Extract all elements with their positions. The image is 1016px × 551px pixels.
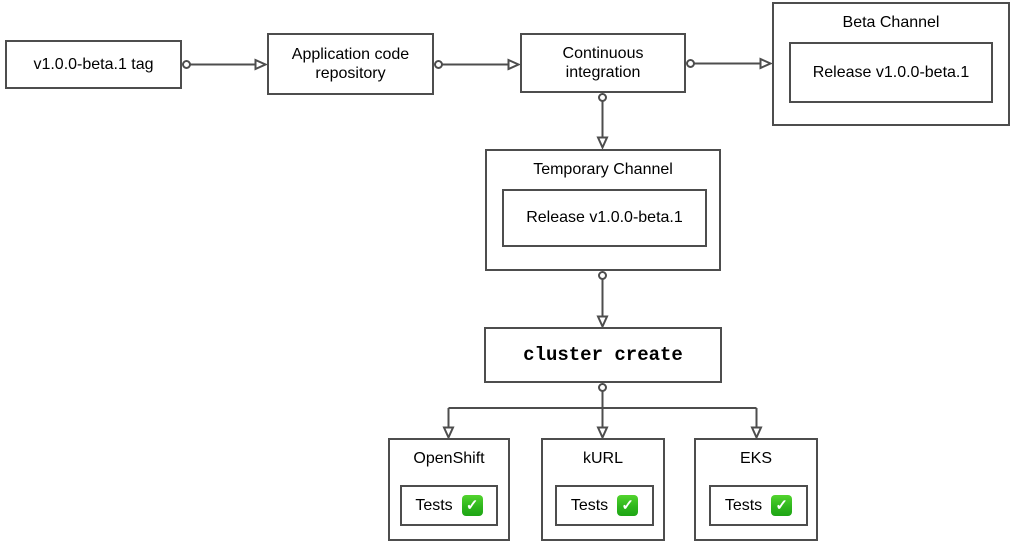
node-beta-release: Release v1.0.0-beta.1	[789, 42, 993, 103]
node-app-code-repository: Application code repository	[267, 33, 434, 95]
node-eks-title: EKS	[739, 450, 772, 467]
node-kurl: kURL Tests ✓	[541, 438, 665, 541]
node-kurl-title: kURL	[582, 450, 623, 467]
node-cluster-create-label: cluster create	[523, 343, 683, 366]
node-beta-channel: Beta Channel Release v1.0.0-beta.1	[772, 2, 1010, 126]
node-kurl-tests: Tests ✓	[555, 485, 654, 526]
node-version-tag: v1.0.0-beta.1 tag	[5, 40, 182, 89]
check-mark-button-icon: ✓	[461, 495, 483, 516]
connector-tag-to-repo	[182, 58, 268, 71]
node-openshift-title: OpenShift	[413, 450, 485, 467]
node-eks: EKS Tests ✓	[694, 438, 818, 541]
connector-cluster-create-to-clusters	[442, 383, 763, 440]
connector-ci-to-temp	[596, 93, 609, 150]
node-beta-release-label: Release v1.0.0-beta.1	[812, 63, 970, 81]
connector-repo-to-ci	[434, 58, 521, 71]
node-eks-tests-label: Tests	[724, 496, 763, 514]
node-continuous-integration: Continuous integration	[520, 33, 686, 93]
node-continuous-integration-label: Continuous integration	[562, 44, 644, 81]
node-temporary-release: Release v1.0.0-beta.1	[502, 189, 707, 247]
check-mark-button-icon: ✓	[617, 495, 639, 516]
node-temporary-release-label: Release v1.0.0-beta.1	[526, 209, 683, 226]
connector-ci-to-beta	[686, 57, 773, 70]
node-openshift-tests-label: Tests	[415, 496, 453, 514]
node-app-code-repository-label: Application code repository	[291, 45, 410, 82]
node-openshift: OpenShift Tests ✓	[388, 438, 510, 541]
node-cluster-create: cluster create	[484, 327, 722, 383]
node-temporary-channel: Temporary Channel Release v1.0.0-beta.1	[485, 149, 721, 271]
node-kurl-tests-label: Tests	[570, 496, 609, 514]
node-beta-channel-title: Beta Channel	[842, 14, 940, 31]
check-mark-button-icon: ✓	[771, 495, 793, 516]
connector-temp-to-cluster-create	[596, 271, 609, 329]
node-version-tag-label: v1.0.0-beta.1 tag	[33, 55, 154, 73]
node-eks-tests: Tests ✓	[709, 485, 808, 526]
node-temporary-channel-title: Temporary Channel	[533, 161, 673, 178]
node-openshift-tests: Tests ✓	[400, 485, 498, 526]
